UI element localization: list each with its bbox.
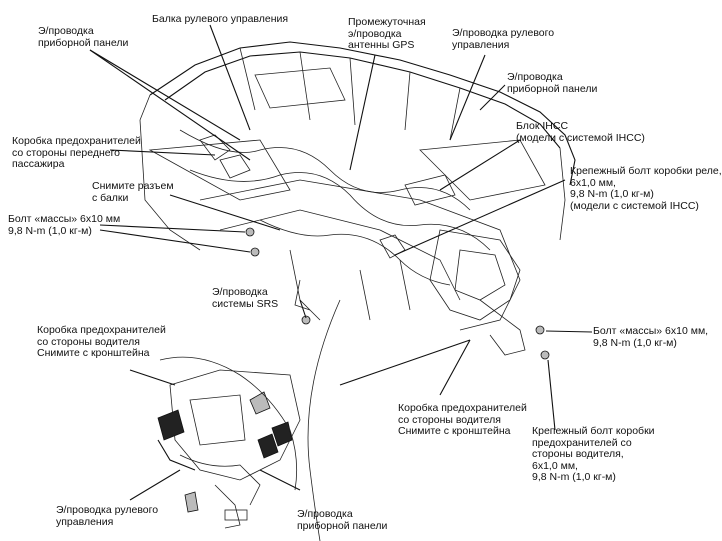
steering-beam-label: Балка рулевого управления — [152, 13, 289, 25]
relay-box-bolt-label: Крепежный болт коробки реле, 6х1,0 мм, 9… — [570, 165, 722, 212]
ground-bolt-icon — [245, 227, 255, 237]
gps-harness-label: Промежуточная э/проводка антенны GPS — [348, 16, 426, 51]
driver-fuse-box-main-label: Коробка предохранителей со стороны водит… — [398, 402, 527, 437]
srs-harness-label: Э/проводка системы SRS — [212, 286, 279, 310]
dashboard-outline — [139, 41, 576, 356]
driver-fuse-box-inset-label: Коробка предохранителей со стороны водит… — [37, 324, 166, 359]
inset-detail — [157, 299, 471, 541]
ground-bolt-label-right: Болт «массы» 6х10 мм, 9,8 N-m (1,0 кг-м) — [593, 325, 709, 349]
ground-bolt-icon — [301, 315, 311, 325]
ground-bolt-icon — [535, 325, 545, 335]
ip-harness-label-bl: Э/проводка приборной панели — [297, 508, 388, 532]
ground-bolt-label-left: Болт «массы» 6х10 мм 9,8 N-m (1,0 кг-м) — [8, 213, 121, 237]
passenger-fuse-box-label: Коробка предохранителей со стороны перед… — [12, 135, 141, 170]
ihcc-unit-label: Блок IHCC (модели с системой IHCC) — [516, 120, 645, 144]
ip-harness-label-tr: Э/проводка приборной панели — [507, 71, 598, 95]
ground-bolt-icon — [250, 247, 260, 257]
leader-lines — [89, 24, 593, 501]
remove-connector-label: Снимите разъем с балки — [92, 180, 174, 204]
driver-fuse-bolt-label: Крепежный болт коробки предохранителей с… — [532, 425, 655, 483]
bolt-icons — [245, 227, 550, 360]
fuse-box-bolt-icon — [540, 350, 550, 360]
steering-harness-label-tr: Э/проводка рулевого управления — [452, 27, 555, 51]
steering-harness-label-bl: Э/проводка рулевого управления — [56, 504, 159, 528]
ip-harness-label-tl: Э/проводка приборной панели — [38, 25, 129, 49]
